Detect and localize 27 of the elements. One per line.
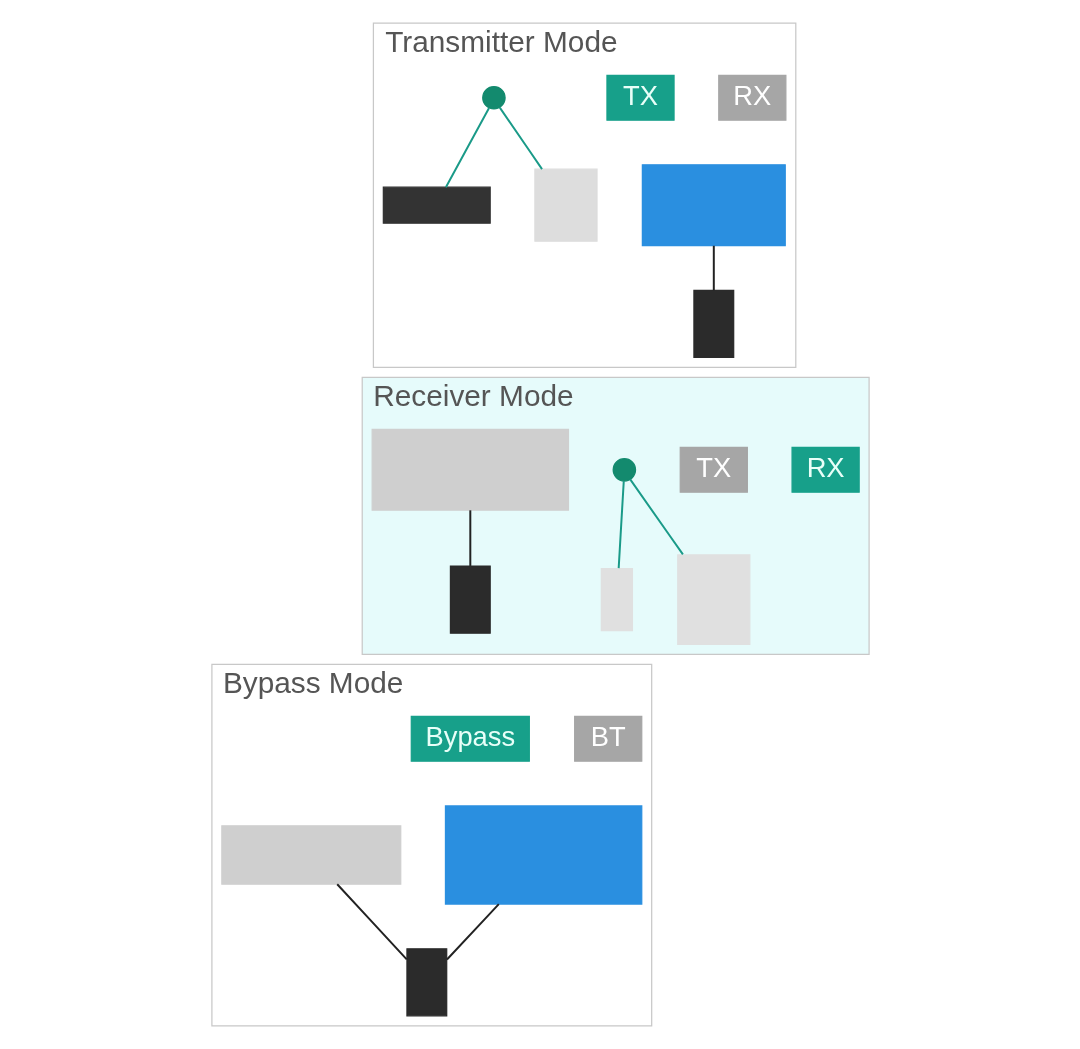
connector	[628, 478, 684, 556]
node-box: TX	[679, 446, 748, 493]
node-box	[220, 825, 401, 885]
node-circle	[612, 458, 636, 482]
node-box: TX	[605, 74, 675, 121]
node-box: RX	[790, 446, 860, 493]
node-box	[676, 554, 750, 645]
node-box	[600, 568, 633, 632]
node-circle	[481, 85, 506, 110]
node-box	[692, 289, 734, 359]
node-box	[371, 428, 569, 511]
node-box	[449, 565, 491, 634]
connector	[444, 106, 490, 189]
connector	[617, 480, 625, 570]
node-box	[444, 805, 642, 905]
node-box	[641, 164, 786, 247]
node-box	[533, 168, 598, 242]
connector	[468, 509, 471, 567]
node-box	[405, 948, 447, 1017]
connector	[445, 903, 500, 961]
connector	[335, 883, 408, 961]
node-box	[382, 186, 491, 224]
node-box: Bypass	[410, 715, 530, 762]
connector	[712, 244, 715, 292]
node-box: BT	[573, 715, 642, 762]
node-box: RX	[717, 74, 786, 121]
connector	[498, 106, 543, 171]
